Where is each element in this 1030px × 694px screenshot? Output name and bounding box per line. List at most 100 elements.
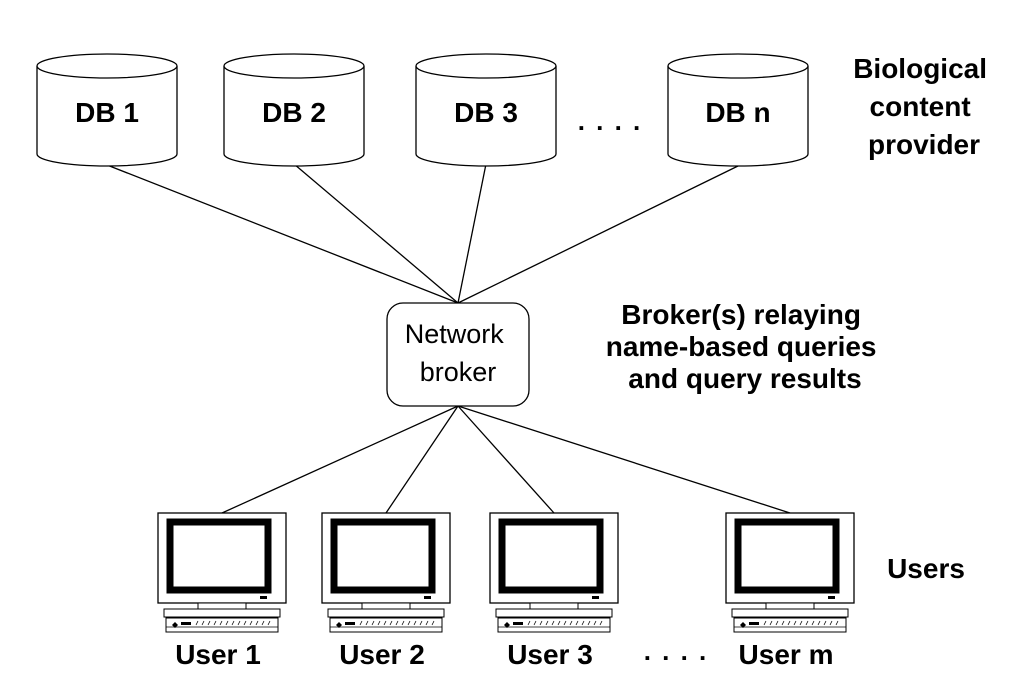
database-cylinder-top [36,53,178,79]
keyboard-slot [513,622,523,625]
network-broker-label: Network broker [405,319,512,387]
keyboard-key [599,620,603,626]
connector-db2-broker [293,163,459,304]
keyboard-icon [165,617,279,633]
keyboard-slot [345,622,355,625]
database-cylinder-body [667,66,809,167]
keyboard-key [371,620,375,626]
users-label: Users [887,553,965,584]
keyboard-key [419,620,423,626]
broker-description: Broker(s) relaying name-based queries an… [606,299,885,394]
user-label: User 1 [175,639,261,670]
database-cylinder-top [415,53,557,79]
computer-base [731,608,849,618]
user-ellipsis: . . . . [644,636,709,666]
keyboard-icon [733,617,847,633]
keyboard-diamond-icon [336,622,342,628]
monitor-screen [330,518,436,594]
keyboard-key [829,620,833,626]
monitor-stand [765,602,815,610]
database-cylinder-body [415,66,557,167]
monitor-screen [498,518,604,594]
keyboard-key [557,620,561,626]
keyboard-diamond-icon [172,622,178,628]
database-cylinder: DB 1 [36,53,178,167]
database-label: DB 2 [262,97,326,128]
monitor-screen [166,518,272,594]
keyboard-key [255,620,259,626]
keyboard-key [539,620,543,626]
keyboard-key [563,620,567,626]
keyboard-key [793,620,797,626]
monitor-stand [197,602,247,610]
database-cylinder-top [223,53,365,79]
keyboard-key [811,620,815,626]
database-cylinder-top [667,53,809,79]
db-ellipsis: . . . . [578,106,643,136]
keyboard-key [249,620,253,626]
power-led-icon [592,596,599,599]
connector-lines [106,163,791,514]
keyboard-key [231,620,235,626]
keyboard-key [835,620,839,626]
user-label: User 2 [339,639,425,670]
keyboard-slot [181,622,191,625]
keyboard-key [545,620,549,626]
keyboard-key [823,620,827,626]
power-led-icon [424,596,431,599]
keyboard-key [533,620,537,626]
power-led-icon [828,596,835,599]
keyboard-key [267,620,271,626]
user-computer: User 2 [321,512,451,670]
connector-db1-broker [106,164,459,304]
network-broker-label-line: Network [405,319,505,349]
keyboard-key [527,620,531,626]
database-cylinder: DB 3 [415,53,557,167]
keyboard-slot [749,622,759,625]
keyboard-key [237,620,241,626]
keyboard-key [383,620,387,626]
provider-label-line: content [870,91,971,122]
keyboard-key [569,620,573,626]
database-cylinder-body [223,66,365,167]
keyboard-key [365,620,369,626]
keyboard-key [593,620,597,626]
computer-base [495,608,613,618]
keyboard-key [781,620,785,626]
connector-broker-user3 [457,405,555,514]
broker-description-line: Broker(s) relaying [621,299,861,330]
keyboard-key [769,620,773,626]
connector-broker-user2 [385,405,459,514]
keyboard-key [787,620,791,626]
user-label: User 3 [507,639,593,670]
connector-db3-broker [457,163,487,304]
keyboard-key [359,620,363,626]
provider-label-line: provider [868,129,980,160]
keyboard-key [261,620,265,626]
keyboard-key [413,620,417,626]
user-group: User 1 User 2 User 3 User m [157,512,855,670]
keyboard-key [195,620,199,626]
monitor-screen [734,518,840,594]
monitor-stand [361,602,411,610]
provider-label-line: Biological [853,53,987,84]
keyboard-key [219,620,223,626]
keyboard-key [775,620,779,626]
keyboard-key [207,620,211,626]
keyboard-key [587,620,591,626]
keyboard-key [401,620,405,626]
computer-base [163,608,281,618]
user-computer: User m [725,512,855,670]
keyboard-diamond-icon [504,622,510,628]
keyboard-key [551,620,555,626]
provider-label: Biological content provider [853,53,995,160]
broker-description-line: and query results [628,363,861,394]
network-broker-box [386,302,530,407]
broker-description-line: name-based queries [606,331,877,362]
keyboard-key [243,620,247,626]
network-broker: Network broker [386,302,530,407]
connector-broker-userm [457,405,791,514]
keyboard-key [407,620,411,626]
keyboard-key [213,620,217,626]
